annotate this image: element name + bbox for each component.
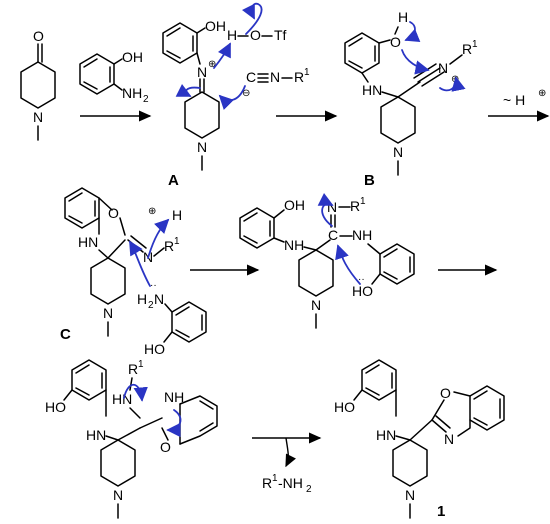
svg-text:2: 2 — [143, 94, 149, 105]
pip-n-a: N — [197, 139, 207, 155]
product-1: HO HN N O N 1 — [334, 359, 505, 520]
svg-text:··: ·· — [358, 274, 365, 285]
piperidine-n: N — [33, 109, 43, 125]
svg-text:⊕: ⊕ — [208, 59, 216, 70]
amidine-intermediate: OH NH N C N R 1 NH HO ·· — [239, 192, 415, 329]
amine-nh: NH — [122, 85, 142, 101]
svg-text:1: 1 — [304, 67, 310, 78]
r1-aminal: R — [128, 361, 138, 377]
oh-a: OH — [205, 18, 226, 34]
svg-text:1: 1 — [360, 196, 366, 207]
r1-c: R — [164, 238, 174, 254]
svg-text:2: 2 — [148, 300, 154, 311]
aminal-intermediate: HO HN N R 1 HN NH O — [45, 359, 218, 519]
svg-text:⊕: ⊕ — [148, 206, 156, 217]
r1-b: R — [462, 41, 472, 57]
pip-n-amidine: N — [311, 297, 321, 313]
nh-amidine: NH — [284, 237, 304, 253]
label-product-1: 1 — [437, 503, 445, 520]
h-triflic: H — [227, 27, 237, 43]
intermediate-b: O H HN N N ⊕ R 1 B — [344, 9, 478, 189]
amidine-n: N — [327, 199, 337, 215]
oh-product: HO — [334, 399, 355, 415]
oh-c: HO — [144, 341, 165, 357]
aminophenol-n-c: H — [137, 291, 147, 307]
pip-n-aminal: N — [113, 487, 123, 503]
nh-c: HN — [78, 234, 98, 250]
amidine-c: C — [328, 227, 338, 243]
n-oxazole: N — [444, 431, 454, 447]
proton-shift-label: ~ H — [503, 92, 525, 108]
label-c: C — [60, 326, 71, 343]
pip-n-c: N — [103, 305, 113, 321]
label-b: B — [364, 172, 375, 189]
svg-text:1: 1 — [472, 39, 478, 50]
label-a: A — [168, 172, 179, 189]
svg-text:1: 1 — [174, 236, 180, 247]
svg-text:N: N — [154, 291, 164, 307]
nh-aminal: HN — [86, 427, 106, 443]
byproduct-r1-nh2: R 1 -NH 2 — [262, 473, 312, 495]
svg-text:⊖: ⊖ — [242, 88, 250, 99]
nh-benzox: NH — [164, 389, 184, 405]
svg-text:⊕: ⊕ — [538, 88, 546, 99]
o-oxazole: O — [440, 385, 451, 401]
isocyanide-n: N — [270, 69, 280, 85]
iminium-n: N — [197, 64, 207, 80]
phenol-oh: OH — [122, 49, 143, 65]
svg-text:1: 1 — [272, 473, 278, 484]
intermediate-a: OH N ⊕ N H O Tf C ⊖ N R 1 A — [162, 2, 310, 189]
nitrilium-n: N — [438, 60, 448, 76]
hn-aminal: HN — [112, 391, 132, 407]
svg-text:R: R — [262, 475, 272, 491]
tf: Tf — [274, 27, 287, 43]
byproduct-arrow — [285, 437, 297, 468]
intermediate-c: O HN N N R 1 H ⊕ H 2 N ·· HO C — [60, 187, 207, 357]
ketone-oxygen: O — [33, 28, 44, 44]
svg-text:2: 2 — [306, 484, 312, 495]
pip-n-product: N — [405, 487, 415, 503]
oh-aminal: HO — [45, 399, 66, 415]
o-triflic: O — [250, 27, 261, 43]
piperidone: O N — [20, 28, 56, 141]
proton-c: H — [172, 207, 182, 223]
isocyanide-c: C — [246, 69, 256, 85]
svg-text:1: 1 — [138, 359, 144, 370]
o-c: O — [108, 205, 119, 221]
nh-amidine-2: NH — [352, 227, 372, 243]
aminophenol: OH NH 2 — [79, 49, 149, 105]
nh-b: HN — [362, 82, 382, 98]
o-benzox: O — [160, 439, 171, 455]
svg-text:··: ·· — [150, 280, 157, 291]
nh-product: HN — [376, 427, 396, 443]
pip-n-b: N — [393, 144, 403, 160]
oh-amidine-2: HO — [352, 283, 373, 299]
oh-amidine: OH — [284, 197, 305, 213]
r1-a: R — [294, 69, 304, 85]
h-b: H — [398, 9, 408, 25]
r1-amidine: R — [350, 198, 360, 214]
o-b: O — [390, 34, 401, 50]
svg-text:-NH: -NH — [278, 475, 303, 491]
